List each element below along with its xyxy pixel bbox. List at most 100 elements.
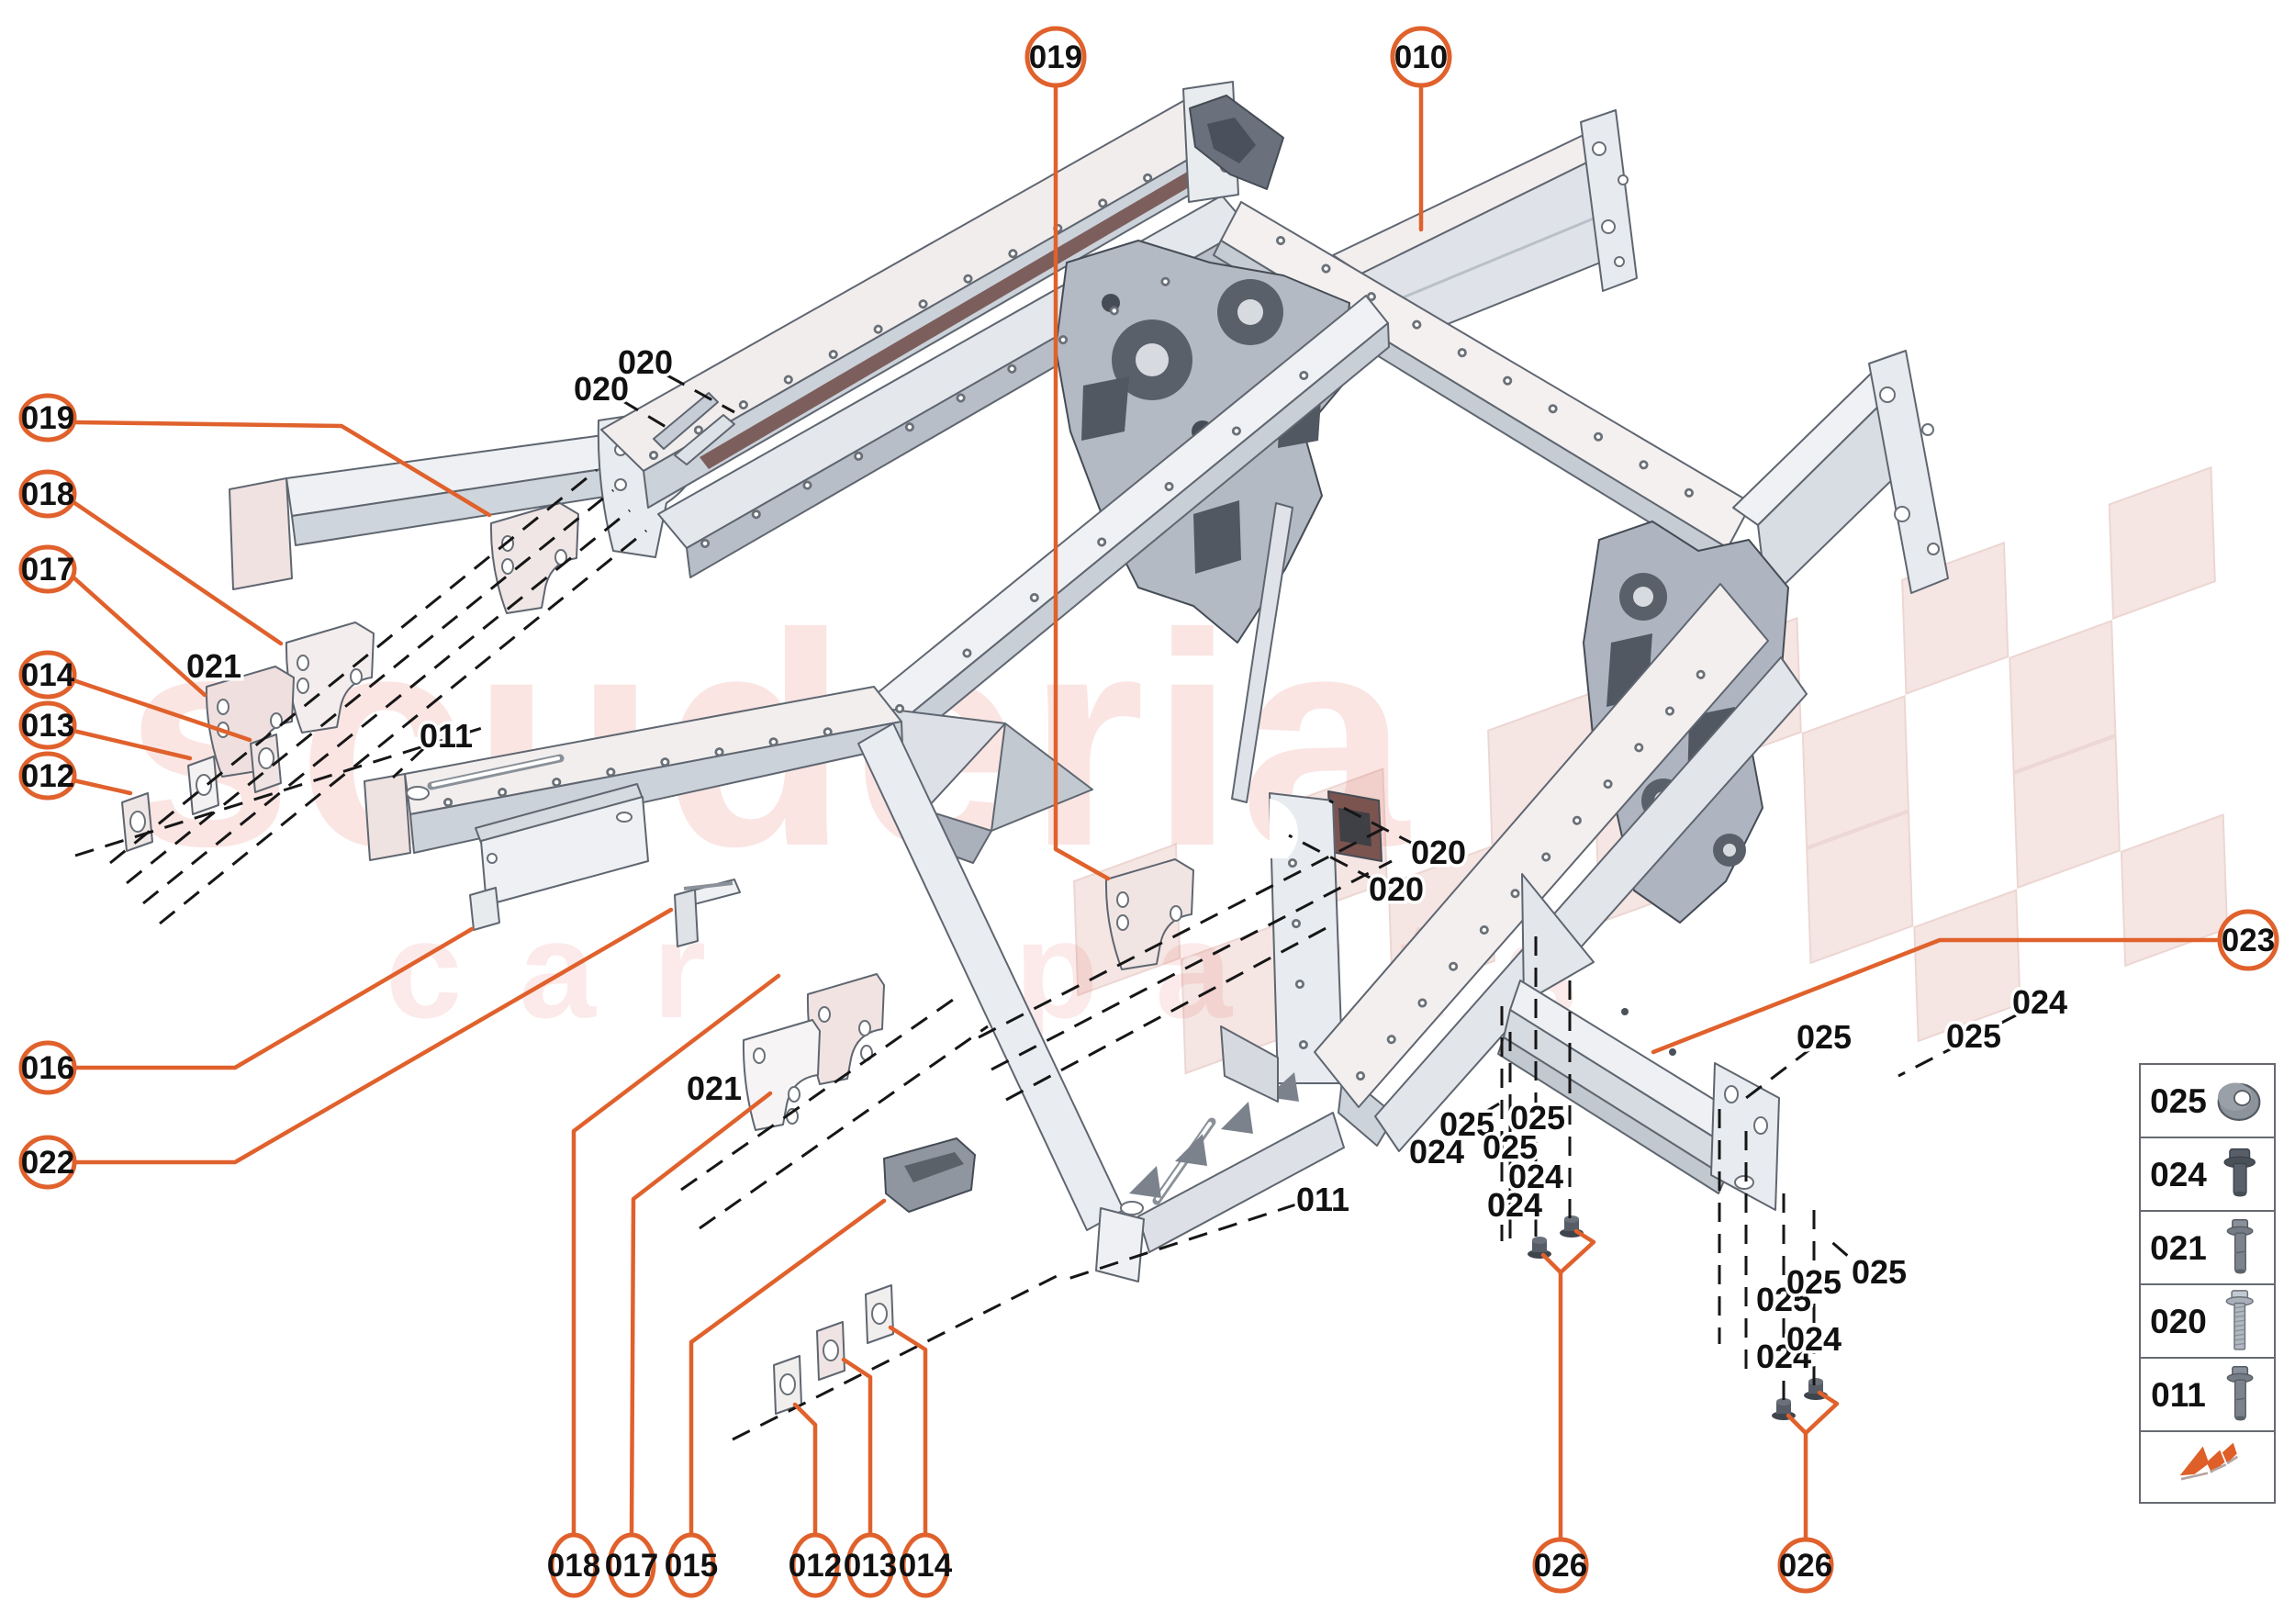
callout-012[interactable]: 012 bbox=[18, 751, 77, 801]
callout-label: 019 bbox=[21, 400, 74, 436]
callout-label: 017 bbox=[605, 1548, 658, 1584]
legend-row-021: 021 bbox=[2139, 1210, 2276, 1285]
detached-parts bbox=[121, 502, 1828, 1420]
leader-line bbox=[841, 1357, 873, 1538]
part-number-label: 025 bbox=[1797, 1018, 1852, 1056]
leader-line bbox=[571, 973, 781, 1538]
bracket-016 bbox=[469, 783, 649, 931]
callout-017[interactable]: 017 bbox=[18, 544, 77, 594]
leader-line bbox=[1651, 937, 2222, 1055]
callout-label: 012 bbox=[21, 758, 74, 794]
label-dash bbox=[1288, 834, 1376, 882]
callout-013[interactable]: 013 bbox=[844, 1532, 897, 1598]
leader-line bbox=[792, 1402, 818, 1538]
leader-line bbox=[71, 499, 284, 646]
legend-row-011: 011 bbox=[2139, 1357, 2276, 1432]
callout-label: 019 bbox=[1029, 39, 1082, 75]
leader-fork-line bbox=[1540, 1252, 1563, 1275]
callout-014[interactable]: 014 bbox=[18, 650, 77, 700]
legend-part-number: 021 bbox=[2150, 1229, 2207, 1267]
leader-fork-line bbox=[1803, 1390, 1840, 1436]
callout-010[interactable]: 010 bbox=[1390, 26, 1452, 88]
leader-line bbox=[71, 575, 207, 698]
label-dash bbox=[391, 745, 427, 779]
label-dash bbox=[1482, 1098, 1506, 1115]
callout-016[interactable]: 016 bbox=[18, 1040, 77, 1095]
part-number-label: 020 bbox=[1411, 834, 1466, 871]
callout-019[interactable]: 019 bbox=[18, 393, 77, 442]
callout-022[interactable]: 022 bbox=[18, 1135, 77, 1190]
leader-line bbox=[71, 778, 133, 796]
callout-026[interactable]: 026 bbox=[1777, 1537, 1834, 1594]
callout-label: 010 bbox=[1394, 39, 1448, 75]
part-number-label: 024 bbox=[1756, 1338, 1811, 1375]
part-number-label: 011 bbox=[420, 717, 473, 755]
legend-row-020: 020 bbox=[2139, 1283, 2276, 1359]
part-number-label: 011 bbox=[1296, 1181, 1349, 1218]
callout-018[interactable]: 018 bbox=[18, 469, 77, 519]
leader-fork-line bbox=[1558, 1228, 1596, 1275]
part-number-label: 024 bbox=[1786, 1320, 1842, 1358]
part-number-label: 020 bbox=[618, 343, 673, 381]
legend-part-number: 020 bbox=[2150, 1303, 2207, 1340]
legend-row-024: 024 bbox=[2139, 1137, 2276, 1212]
label-dash bbox=[1745, 1047, 1812, 1100]
plate-019-center bbox=[1104, 858, 1194, 970]
label-dash bbox=[666, 374, 735, 414]
part-number-label: 020 bbox=[574, 370, 629, 408]
leader-fork-line bbox=[1786, 1413, 1808, 1436]
callout-013[interactable]: 013 bbox=[18, 700, 77, 750]
bracket-022 bbox=[674, 879, 741, 947]
callout-018[interactable]: 018 bbox=[547, 1532, 600, 1598]
callout-label: 014 bbox=[21, 657, 75, 693]
callout-label: 014 bbox=[899, 1548, 953, 1584]
part-number-label: 025 bbox=[1483, 1128, 1538, 1166]
callout-012[interactable]: 012 bbox=[789, 1532, 842, 1598]
callout-label: 016 bbox=[21, 1050, 74, 1086]
label-dash bbox=[621, 398, 673, 432]
washer-icon bbox=[2216, 1081, 2261, 1121]
plate-019 bbox=[489, 502, 579, 614]
callout-015[interactable]: 015 bbox=[665, 1532, 718, 1598]
callout-label: 013 bbox=[844, 1548, 897, 1584]
part-number-label: 024 bbox=[1508, 1158, 1563, 1195]
label-dash bbox=[1828, 1238, 1872, 1278]
callout-label: 018 bbox=[21, 476, 74, 512]
part-number-label: 024 bbox=[1409, 1133, 1464, 1170]
callout-label: 026 bbox=[1779, 1548, 1832, 1584]
callout-014[interactable]: 014 bbox=[899, 1532, 953, 1598]
label-dash bbox=[1064, 1203, 1297, 1282]
legend-part-number: 011 bbox=[2151, 1376, 2206, 1414]
callout-017[interactable]: 017 bbox=[605, 1532, 658, 1598]
leader-line bbox=[629, 1091, 773, 1538]
part-number-label: 025 bbox=[1852, 1253, 1907, 1291]
bolt-axis-dashed-lines bbox=[74, 468, 1816, 1441]
callout-label: 012 bbox=[789, 1548, 842, 1584]
part-number-label: 021 bbox=[687, 1070, 742, 1107]
part-number-label: 025 bbox=[1786, 1263, 1842, 1301]
part-number-label: 024 bbox=[2012, 983, 2067, 1021]
plate-017-lower bbox=[742, 1019, 821, 1131]
callout-019[interactable]: 019 bbox=[1024, 26, 1087, 88]
callout-label: 015 bbox=[665, 1548, 718, 1584]
legend-row-025: 025 bbox=[2139, 1063, 2276, 1138]
part-number-label: 025 bbox=[1510, 1099, 1565, 1137]
callout-label: 018 bbox=[547, 1548, 600, 1584]
part-number-label: 024 bbox=[1487, 1186, 1542, 1224]
chassis-frame-drawing bbox=[229, 81, 1949, 1282]
callout-026[interactable]: 026 bbox=[1532, 1537, 1589, 1594]
leader-line bbox=[71, 678, 252, 743]
part-number-label: 021 bbox=[186, 647, 241, 685]
callout-023[interactable]: 023 bbox=[2217, 909, 2279, 971]
leader-line bbox=[1053, 83, 1111, 881]
label-dash bbox=[1328, 799, 1417, 847]
leader-line bbox=[72, 926, 475, 1070]
callout-label: 023 bbox=[2222, 923, 2275, 958]
callout-label: 022 bbox=[21, 1145, 74, 1181]
part-number-label: 025 bbox=[1946, 1017, 2001, 1055]
callout-label: 013 bbox=[21, 708, 74, 744]
